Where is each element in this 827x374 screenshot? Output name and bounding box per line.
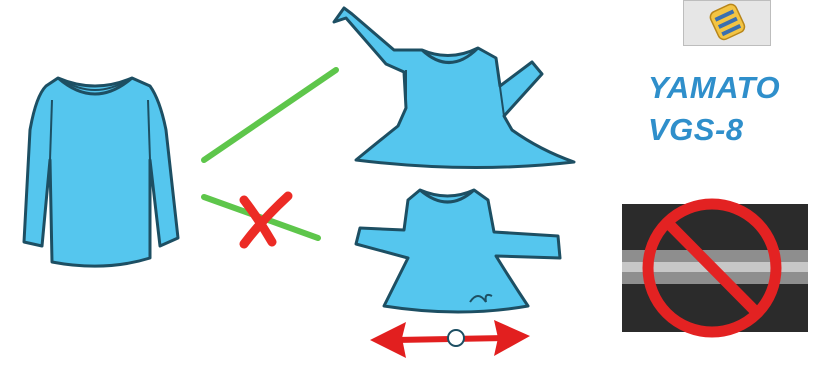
no-entry-sign-icon xyxy=(622,204,808,332)
stretched-garment-icon xyxy=(334,8,574,168)
good-connector-line xyxy=(204,70,336,160)
torn-garment-icon xyxy=(356,190,560,312)
red-x-icon xyxy=(244,196,288,244)
long-sleeve-shirt-icon xyxy=(24,78,178,266)
double-arrow-icon xyxy=(370,320,530,358)
